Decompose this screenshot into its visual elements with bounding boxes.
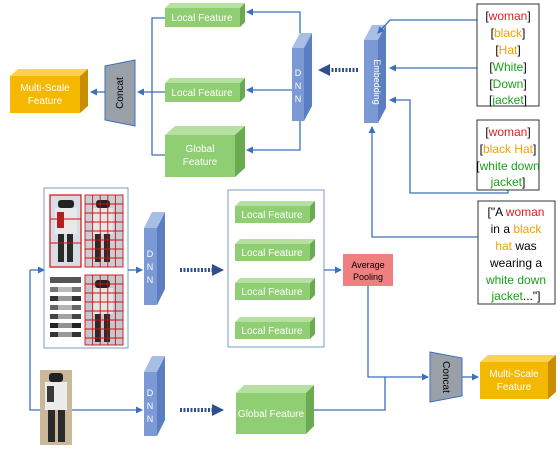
bottom-multiscale-feature: Multi-Scale Feature xyxy=(480,355,556,399)
top-local-feature-1-label: Local Feature xyxy=(171,13,233,24)
bottom-dnn-lower-d: D xyxy=(147,388,154,398)
person-crop-4-grid xyxy=(84,274,124,346)
bottom-concat: Concat xyxy=(429,351,463,403)
top-global-feature-label-2: Feature xyxy=(183,157,218,168)
sentence-line-6: jacket..."] xyxy=(491,289,541,303)
word-jacket: [jacket] xyxy=(489,93,527,107)
top-concat-label: Concat xyxy=(115,77,126,109)
dashed-arrow-upper xyxy=(180,264,224,276)
top-multiscale-label-2: Feature xyxy=(28,96,63,107)
embedding-block: Embedding xyxy=(364,25,386,123)
top-local-feature-2-label: Local Feature xyxy=(171,88,233,99)
average-pooling-label-2: Pooling xyxy=(353,272,383,282)
sentence-line-4: wearing a xyxy=(489,256,542,270)
top-local-feature-1: Local Feature xyxy=(165,3,245,27)
top-local-feature-2: Local Feature xyxy=(165,78,245,102)
bottom-concat-label: Concat xyxy=(440,361,451,393)
sentence-line-3: hat was xyxy=(495,239,536,253)
word-hat: [Hat] xyxy=(495,43,520,57)
top-multiscale-feature: Multi-Scale Feature xyxy=(10,69,88,113)
average-pooling: Average Pooling xyxy=(343,254,393,286)
top-dnn: D N N xyxy=(292,33,312,121)
embedding-label: Embedding xyxy=(372,59,382,105)
bottom-multiscale-label-2: Feature xyxy=(497,382,532,393)
average-pooling-label-1: Average xyxy=(351,260,384,270)
bottom-global-feature: Global Feature xyxy=(236,385,314,434)
bottom-global-feature-label: Global Feature xyxy=(238,409,305,420)
local-feature-4-label: Local Feature xyxy=(241,326,303,337)
top-dnn-letter-d: D xyxy=(295,68,302,78)
local-feature-box-3: Local Feature xyxy=(235,278,315,300)
local-features-panel: Local Feature Local Feature Local Featur… xyxy=(227,189,325,348)
local-feature-2-label: Local Feature xyxy=(241,248,303,259)
sentence-line-2: in a black xyxy=(491,222,543,236)
sentence-box: ["A woman in a black hat was wearing a w… xyxy=(477,200,556,305)
phrase-white-down: [white down xyxy=(476,159,539,173)
phrase-box: [woman] [black Hat] [white down jacket] xyxy=(476,119,540,191)
local-feature-box-4: Local Feature xyxy=(235,317,315,339)
bottom-dnn-upper-n1: N xyxy=(147,262,154,272)
bottom-connections xyxy=(29,266,479,414)
local-feature-box-1: Local Feature xyxy=(235,201,315,223)
phrase-black-hat: [black Hat] xyxy=(480,142,537,156)
local-feature-1-label: Local Feature xyxy=(241,210,303,221)
sentence-line-5: white down xyxy=(485,273,546,287)
dashed-arrow-lower xyxy=(180,404,224,416)
top-connections xyxy=(90,8,509,238)
top-global-feature-label-1: Global xyxy=(186,144,215,155)
person-crop-3-stripes xyxy=(50,275,81,345)
word-list-box: [woman] [black] [Hat] [White] [Down] [ja… xyxy=(476,3,540,107)
word-black: [black] xyxy=(491,26,526,40)
phrase-woman: [woman] xyxy=(485,125,530,139)
top-dnn-letter-n2: N xyxy=(295,94,302,104)
word-woman: [woman] xyxy=(485,9,530,23)
person-photo xyxy=(40,370,72,445)
top-global-feature: Global Feature xyxy=(165,126,245,177)
bottom-dnn-upper-d: D xyxy=(147,249,154,259)
person-crop-1 xyxy=(49,194,82,268)
dashed-arrow-embedding-to-dnn xyxy=(318,64,358,76)
bottom-dnn-lower-n2: N xyxy=(147,414,154,424)
top-multiscale-label-1: Multi-Scale xyxy=(20,83,70,94)
top-concat: Concat xyxy=(104,59,136,127)
bottom-dnn-upper-n2: N xyxy=(147,275,154,285)
local-feature-3-label: Local Feature xyxy=(241,287,303,298)
bottom-dnn-lower-n1: N xyxy=(147,401,154,411)
word-down: [Down] xyxy=(489,77,526,91)
image-crops-panel xyxy=(43,187,129,349)
bottom-dnn-lower: D N N xyxy=(144,356,165,436)
bottom-multiscale-label-1: Multi-Scale xyxy=(489,369,539,380)
bottom-dnn-upper: D N N xyxy=(144,212,165,305)
top-dnn-letter-n1: N xyxy=(295,81,302,91)
person-crop-2-grid xyxy=(84,194,124,268)
phrase-jacket: jacket] xyxy=(490,175,526,189)
sentence-line-1: ["A woman xyxy=(488,205,545,219)
word-white: [White] xyxy=(489,60,526,74)
local-feature-box-2: Local Feature xyxy=(235,239,315,261)
